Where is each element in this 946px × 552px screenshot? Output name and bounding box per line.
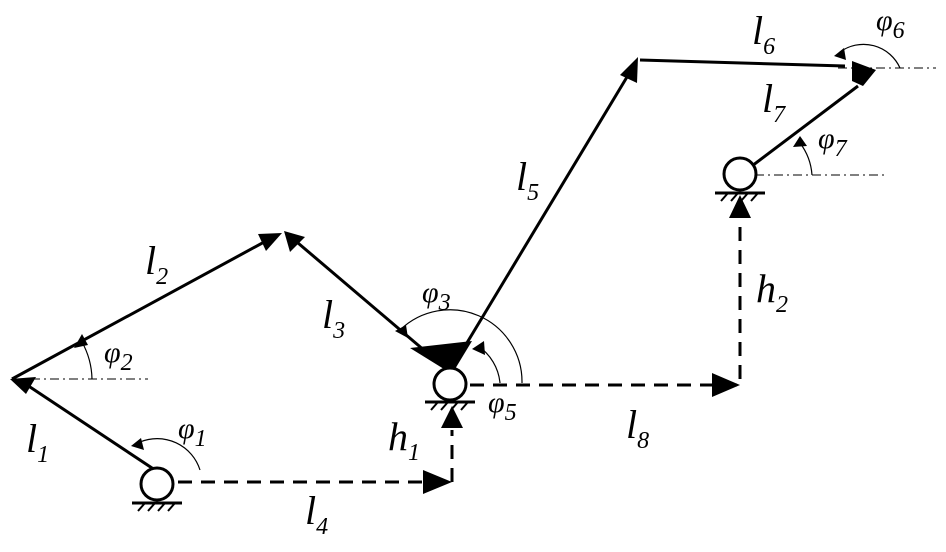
arrowhead-l2 bbox=[258, 233, 282, 251]
arrowhead-l3 bbox=[284, 231, 305, 252]
label-l8: l8 bbox=[626, 402, 649, 454]
link-l8-h2 bbox=[470, 210, 742, 387]
arc-tip-phi2 bbox=[74, 334, 88, 348]
label-l4: l4 bbox=[305, 488, 328, 540]
arc-phi7 bbox=[799, 142, 813, 176]
label-h2: h2 bbox=[756, 266, 788, 318]
arc-phi1 bbox=[139, 438, 201, 471]
label-l3: l3 bbox=[322, 292, 345, 344]
arrowhead-h1 bbox=[441, 406, 463, 428]
link-l2 bbox=[11, 239, 267, 381]
link-l5 bbox=[448, 71, 632, 372]
arc-tip-phi6 bbox=[834, 48, 846, 60]
label-phi7: φ7 bbox=[818, 122, 848, 162]
arrowhead-l1 bbox=[10, 377, 36, 394]
label-l1: l1 bbox=[26, 416, 49, 468]
arc-tip-phi1 bbox=[131, 438, 144, 450]
label-phi1: φ1 bbox=[178, 412, 207, 452]
arrowhead-l4 bbox=[423, 470, 452, 494]
label-l2: l2 bbox=[145, 238, 168, 290]
arc-phi3 bbox=[399, 309, 523, 384]
label-l6: l6 bbox=[752, 8, 775, 60]
link-l1 bbox=[23, 381, 156, 472]
link-l7 bbox=[739, 84, 859, 177]
coupler-triangle bbox=[410, 341, 472, 374]
label-l7: l7 bbox=[762, 76, 786, 128]
ground-pivot-2 bbox=[425, 366, 475, 411]
arrowhead-l5 bbox=[620, 57, 638, 83]
arrowhead-l6-l7 bbox=[852, 61, 876, 86]
label-phi5: φ5 bbox=[488, 386, 517, 426]
arc-phi2 bbox=[81, 341, 93, 380]
label-phi6: φ6 bbox=[876, 4, 905, 44]
label-l5: l5 bbox=[516, 154, 539, 206]
arc-tip-phi7 bbox=[793, 136, 807, 147]
arc-tip-phi3 bbox=[395, 325, 408, 338]
pivot-pin-icon bbox=[432, 366, 468, 402]
arrowhead-l8 bbox=[712, 373, 740, 397]
arc-phi6 bbox=[839, 43, 901, 69]
ground-pivot-1 bbox=[132, 466, 182, 512]
label-phi3: φ3 bbox=[422, 276, 451, 316]
label-phi2: φ2 bbox=[104, 336, 133, 376]
pivot-pin-icon bbox=[139, 466, 175, 502]
arc-tip-phi5 bbox=[472, 341, 485, 355]
arrowhead-h2 bbox=[729, 195, 751, 218]
ground-pivot-3 bbox=[715, 156, 765, 202]
label-h1: h1 bbox=[388, 414, 420, 466]
link-l6 bbox=[639, 58, 846, 68]
pivot-pin-icon bbox=[722, 156, 758, 192]
